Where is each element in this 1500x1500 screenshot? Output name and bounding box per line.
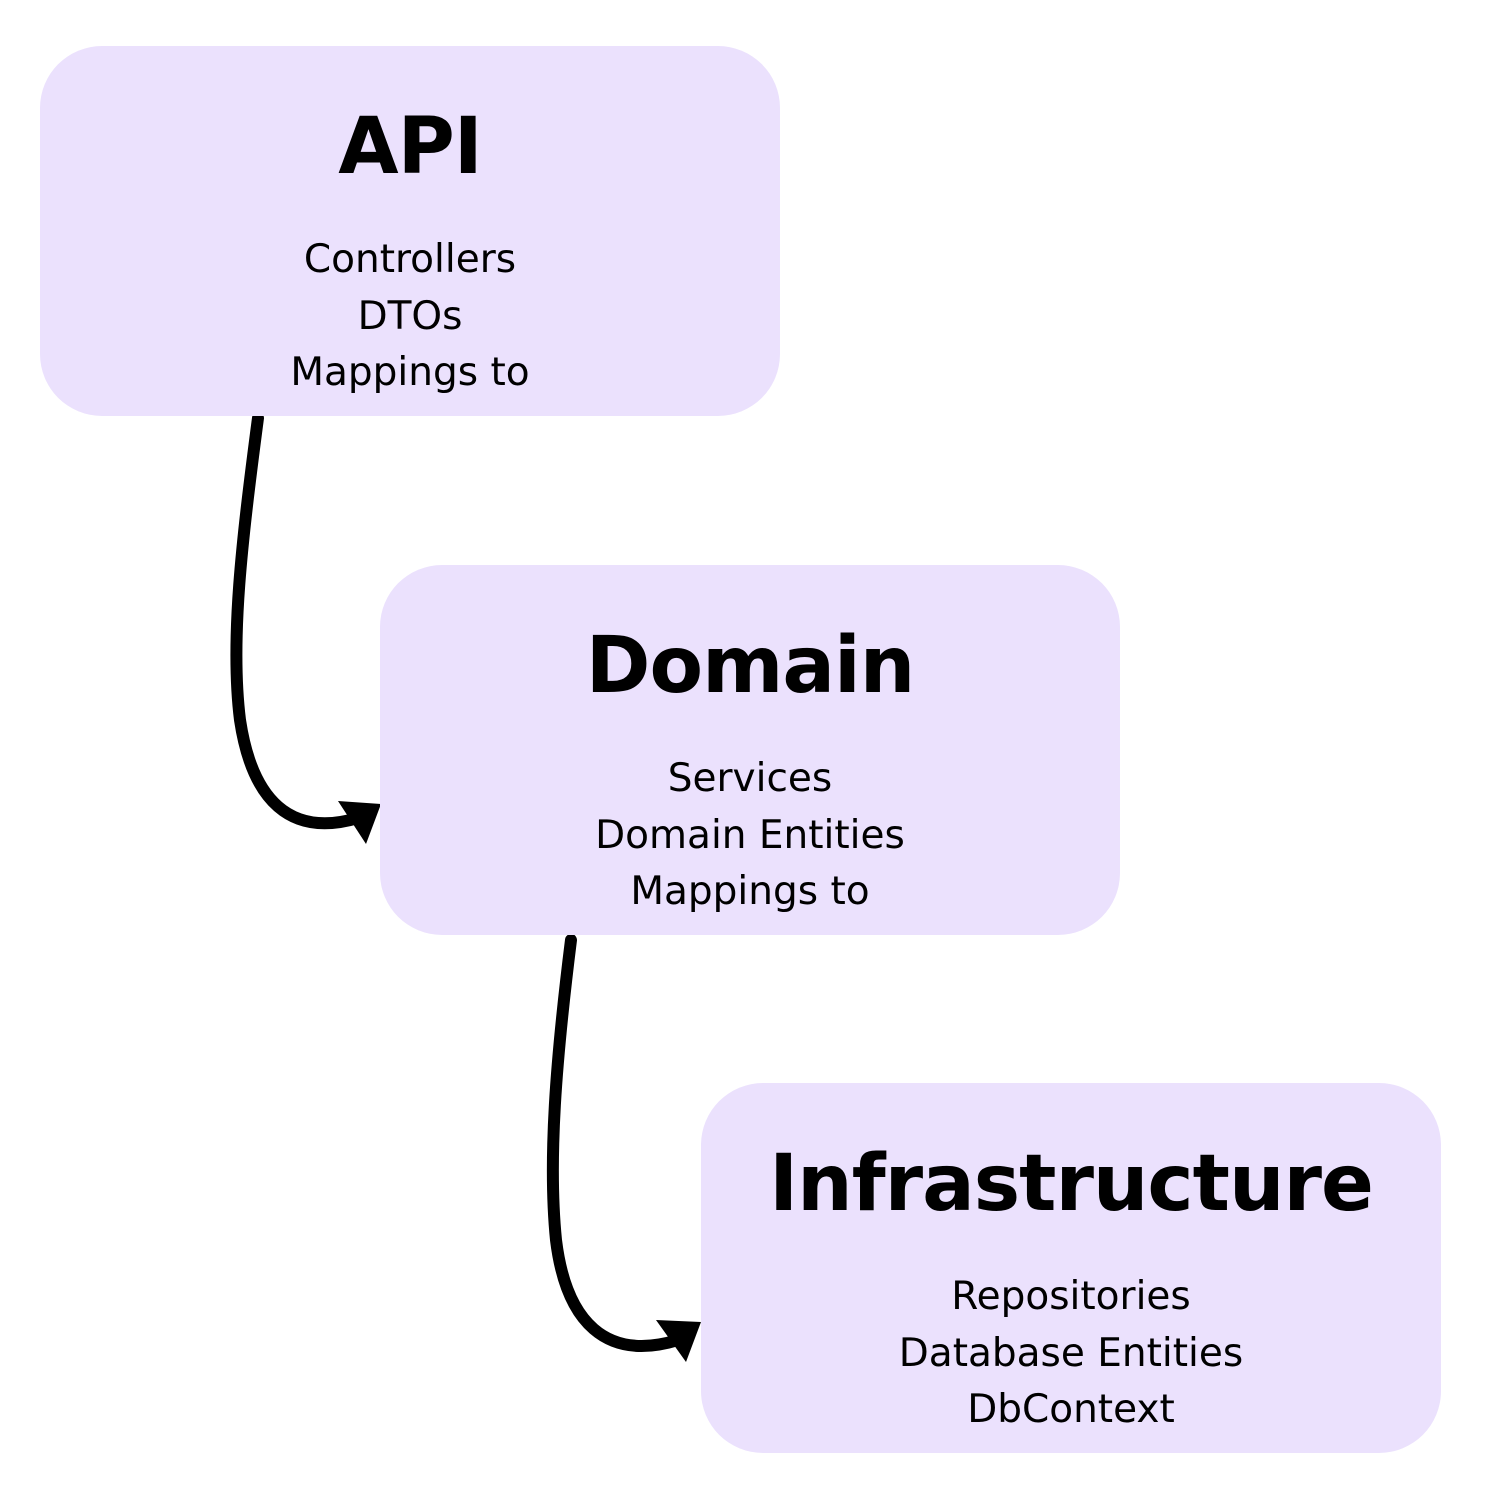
layer-box-domain: Domain Services Domain Entities Mappings…	[380, 565, 1120, 935]
layer-box-infrastructure: Infrastructure Repositories Database Ent…	[701, 1083, 1441, 1453]
layer-title-api: API	[338, 102, 483, 192]
arrowhead-domain-to-infra	[656, 1320, 701, 1362]
layer-item: Mappings to	[630, 869, 870, 914]
layer-item: Repositories	[951, 1274, 1191, 1319]
layer-item: Controllers	[303, 237, 517, 282]
layer-item: DbContext	[967, 1387, 1175, 1432]
layer-item: Domain Entities	[595, 812, 905, 858]
arrow-domain-to-infra	[546, 934, 684, 1352]
layer-box-api: API Controllers DTOs Mappings to	[40, 46, 780, 416]
layer-items-infrastructure: Repositories Database Entities DbContext	[899, 1269, 1243, 1439]
layer-title-infrastructure: Infrastructure	[769, 1139, 1374, 1229]
arrowhead-api-to-domain	[338, 801, 381, 844]
layer-item: DTOs	[357, 293, 463, 339]
layer-items-domain: Services Domain Entities Mappings to	[595, 751, 905, 921]
arrow-api-to-domain	[230, 412, 364, 830]
layer-item: Mappings to	[290, 350, 530, 395]
layer-item: Services	[667, 756, 833, 801]
layer-title-domain: Domain	[585, 621, 916, 711]
layer-item: Database Entities	[898, 1330, 1244, 1376]
layer-items-api: Controllers DTOs Mappings to	[290, 232, 529, 402]
